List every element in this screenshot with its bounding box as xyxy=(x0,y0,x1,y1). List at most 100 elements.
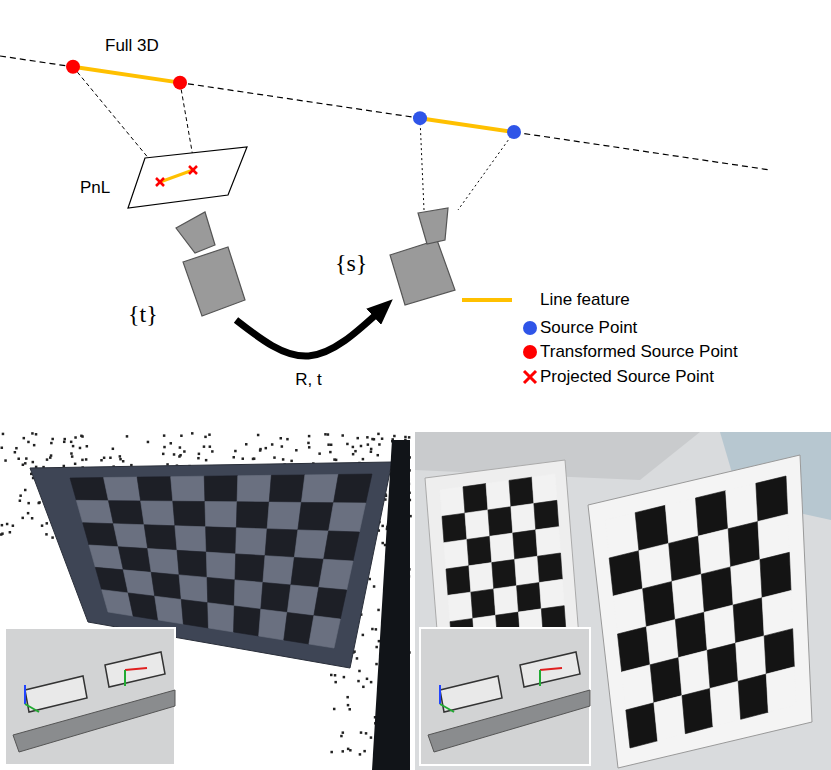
point-cloud-dot xyxy=(232,456,235,459)
point-cloud-dot xyxy=(163,446,166,449)
point-cloud-dot xyxy=(346,696,349,699)
checker-cell xyxy=(123,570,154,596)
point-cloud-dot xyxy=(109,457,112,460)
camera-photo xyxy=(105,652,165,687)
point-cloud-dot xyxy=(198,453,201,456)
inset-photo xyxy=(5,628,175,765)
point-cloud-dot xyxy=(381,542,384,545)
point-cloud-dot xyxy=(162,453,165,456)
checker-cell xyxy=(234,606,261,636)
checker-cell xyxy=(141,501,175,526)
projected-point xyxy=(156,178,164,186)
point-cloud-dot xyxy=(63,465,66,468)
checker-cell xyxy=(534,500,559,530)
axis-line xyxy=(540,668,562,670)
checker-cell xyxy=(118,547,151,573)
point-cloud-dot xyxy=(80,435,83,438)
point-cloud-dot xyxy=(119,455,122,458)
checker-cell xyxy=(654,696,685,741)
point-cloud-dot xyxy=(259,449,262,452)
point-cloud-dot xyxy=(1,532,4,535)
line-feature xyxy=(160,170,193,182)
camera-photo xyxy=(25,676,87,712)
point-cloud-dot xyxy=(205,459,208,462)
sight-line xyxy=(458,132,514,210)
line-feature xyxy=(73,67,180,83)
point-cloud-dot xyxy=(4,459,7,462)
checker-cell xyxy=(334,474,372,503)
point-cloud-dot xyxy=(365,732,368,735)
point-cloud-dot xyxy=(41,524,44,527)
dashed-line xyxy=(0,56,770,170)
checker-cell xyxy=(698,529,730,574)
camera-lens xyxy=(176,212,215,253)
point-cloud-dot xyxy=(281,445,284,448)
point-cloud-dot xyxy=(327,443,330,446)
point-cloud-dot xyxy=(408,436,411,439)
checker-cell xyxy=(762,591,793,636)
point-cloud-dot xyxy=(170,442,173,445)
checker-cell xyxy=(261,582,291,612)
checker-cell xyxy=(626,703,658,748)
checker-cell xyxy=(236,528,267,556)
point-cloud-dot xyxy=(354,450,357,453)
point-cloud-dot xyxy=(209,445,212,448)
point-cloud-dot xyxy=(393,435,396,438)
camera-photo xyxy=(520,652,580,687)
point-cloud-dot xyxy=(342,731,345,734)
image-plane xyxy=(128,147,247,208)
point-cloud-dot xyxy=(163,434,166,437)
legend-text: Line feature xyxy=(540,290,630,309)
checker-cell xyxy=(309,616,340,648)
checker-cell xyxy=(707,643,738,688)
axis-line xyxy=(439,685,441,704)
checker-cell xyxy=(128,593,158,620)
projection-line xyxy=(73,67,150,160)
checker-cell xyxy=(259,609,288,640)
checker-cell xyxy=(301,474,338,502)
point-cloud-dot xyxy=(333,458,336,461)
point-cloud-dot xyxy=(356,437,359,440)
checker-cell xyxy=(329,503,366,532)
checker-cell xyxy=(267,502,301,530)
projected-point xyxy=(524,371,536,383)
checker-cell xyxy=(665,498,698,543)
point-cloud-dot xyxy=(23,437,26,440)
point-cloud-dot xyxy=(282,458,285,461)
point-cloud-dot xyxy=(327,433,330,436)
point-cloud-dot xyxy=(38,501,41,504)
point-cloud-dot xyxy=(308,435,311,438)
legend-item: Transformed Source Point xyxy=(540,342,738,362)
checker-cell xyxy=(605,513,639,558)
checker-cell xyxy=(234,580,263,609)
checker-cell xyxy=(646,620,678,665)
point-cloud-dot xyxy=(334,674,337,677)
source-point xyxy=(507,125,521,139)
point-cloud-dot xyxy=(333,708,336,711)
point-cloud-dot xyxy=(286,438,289,441)
point-cloud-dot xyxy=(349,749,352,752)
point-cloud-dot xyxy=(180,434,183,437)
checker-cell xyxy=(679,650,710,695)
point-cloud-dot xyxy=(378,443,381,446)
point-cloud-dot xyxy=(147,441,150,444)
point-cloud-dot xyxy=(46,458,49,461)
point-cloud-dot xyxy=(359,753,362,756)
checker-cell xyxy=(511,504,536,534)
point-cloud-dot xyxy=(24,462,27,465)
point-cloud-dot xyxy=(1,524,4,527)
frame-label: {t} xyxy=(128,300,158,328)
point-cloud-dot xyxy=(6,523,9,526)
legend-dot-sample xyxy=(523,321,537,335)
point-cloud-dot xyxy=(126,435,128,438)
projected-point xyxy=(189,166,197,174)
point-cloud-dot xyxy=(81,459,84,462)
annotation: Full 3D xyxy=(105,36,159,56)
checker-cell xyxy=(538,553,563,583)
transformed-point xyxy=(173,76,187,90)
projected-point xyxy=(189,166,197,174)
point-cloud-dot xyxy=(27,502,30,505)
checker-cell xyxy=(465,510,490,540)
axis-line xyxy=(24,685,26,704)
